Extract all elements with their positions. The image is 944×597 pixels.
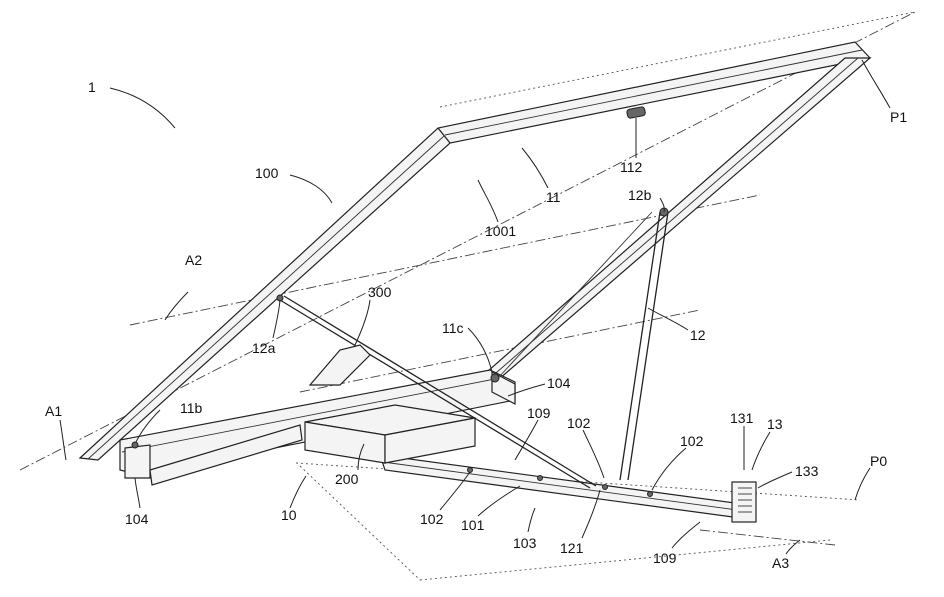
- label-109-top: 109: [527, 405, 551, 421]
- label-109-bottom: 109: [653, 550, 677, 566]
- label-104-bottom: 104: [125, 511, 149, 527]
- pivot-11b: [132, 442, 138, 448]
- reference-labels: 1 100 1001 11 112 12b P1 A2 300 11c 12 1…: [45, 79, 907, 571]
- base-left-foot: [125, 445, 150, 478]
- label-13: 13: [767, 416, 783, 432]
- label-101: 101: [461, 517, 485, 533]
- construction-lines: [20, 12, 915, 580]
- pivot-11c: [491, 374, 499, 382]
- label-102-bottom: 102: [420, 511, 444, 527]
- label-1001: 1001: [485, 223, 516, 239]
- clip-112-part: [626, 106, 645, 118]
- label-103: 103: [513, 535, 537, 551]
- axis-a3-line: [700, 530, 835, 545]
- label-10: 10: [281, 507, 297, 523]
- label-112: 112: [620, 159, 643, 175]
- label-12b: 12b: [628, 187, 652, 203]
- plane-p0-front-line: [420, 540, 830, 580]
- label-a2: A2: [185, 252, 202, 268]
- frame-right-rail: [480, 58, 870, 380]
- label-102-top: 102: [567, 415, 591, 431]
- label-11b: 11b: [180, 400, 203, 416]
- label-133: 133: [795, 463, 819, 479]
- hinge-300-part: [310, 345, 370, 385]
- label-p1: P1: [890, 109, 907, 125]
- label-12: 12: [690, 327, 706, 343]
- label-12a: 12a: [252, 340, 276, 356]
- label-a3: A3: [772, 555, 789, 571]
- label-121: 121: [560, 540, 584, 556]
- label-11c: 11c: [442, 320, 464, 336]
- label-102-right: 102: [680, 433, 704, 449]
- label-104-top: 104: [547, 375, 571, 391]
- label-11: 11: [546, 189, 561, 205]
- plane-p0-left-line: [300, 466, 420, 580]
- label-131: 131: [730, 410, 754, 426]
- label-1: 1: [88, 79, 96, 95]
- label-300: 300: [368, 284, 392, 300]
- label-100: 100: [255, 165, 279, 181]
- label-a1: A1: [45, 403, 62, 419]
- label-p0: P0: [870, 453, 887, 469]
- label-200: 200: [335, 471, 359, 487]
